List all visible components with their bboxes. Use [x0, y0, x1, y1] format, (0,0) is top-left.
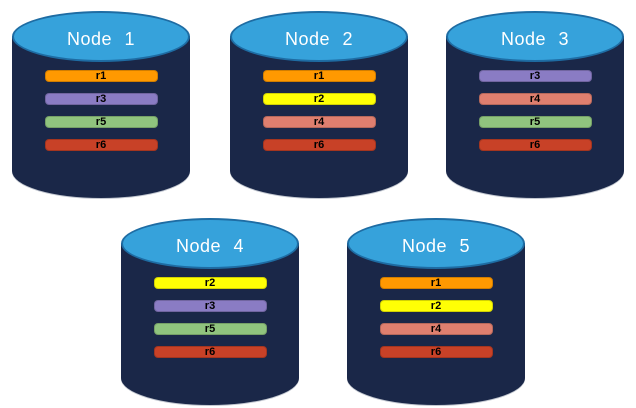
replica-list: r3 r4 r5 r6: [446, 70, 624, 151]
replica-bar-r2: r2: [153, 277, 267, 289]
node-label: Node 2: [284, 28, 354, 49]
cylinder-top: Node 5: [347, 218, 525, 269]
database-node-5: r1 r2 r4 r6 Node 5: [347, 218, 525, 405]
replica-bar-r6: r6: [262, 139, 376, 151]
replica-bar-r1: r1: [262, 70, 376, 82]
cylinder-top: Node 3: [446, 11, 624, 62]
replica-bar-r3: r3: [153, 300, 267, 312]
cylinder-top: Node 2: [230, 11, 408, 62]
replica-bar-r4: r4: [478, 93, 592, 105]
replica-bar-r6: r6: [379, 346, 493, 358]
replica-bar-r4: r4: [262, 116, 376, 128]
database-node-2: r1 r2 r4 r6 Node 2: [230, 11, 408, 198]
replica-bar-r5: r5: [44, 116, 158, 128]
replica-bar-r3: r3: [478, 70, 592, 82]
replica-list: r1 r3 r5 r6: [12, 70, 190, 151]
replica-bar-r1: r1: [44, 70, 158, 82]
node-label: Node 1: [66, 28, 136, 49]
cylinder-top: Node 1: [12, 11, 190, 62]
replica-bar-r1: r1: [379, 277, 493, 289]
replica-bar-r5: r5: [478, 116, 592, 128]
replica-bar-r6: r6: [153, 346, 267, 358]
node-label: Node 5: [401, 235, 471, 256]
replica-list: r1 r2 r4 r6: [347, 277, 525, 358]
replica-bar-r4: r4: [379, 323, 493, 335]
replica-list: r2 r3 r5 r6: [121, 277, 299, 358]
cylinder-top: Node 4: [121, 218, 299, 269]
database-node-4: r2 r3 r5 r6 Node 4: [121, 218, 299, 405]
node-label: Node 3: [500, 28, 570, 49]
database-node-1: r1 r3 r5 r6 Node 1: [12, 11, 190, 198]
replica-list: r1 r2 r4 r6: [230, 70, 408, 151]
node-label: Node 4: [175, 235, 245, 256]
replica-bar-r3: r3: [44, 93, 158, 105]
replica-bar-r6: r6: [44, 139, 158, 151]
replica-bar-r2: r2: [379, 300, 493, 312]
replica-bar-r2: r2: [262, 93, 376, 105]
replica-bar-r5: r5: [153, 323, 267, 335]
database-node-3: r3 r4 r5 r6 Node 3: [446, 11, 624, 198]
replica-bar-r6: r6: [478, 139, 592, 151]
